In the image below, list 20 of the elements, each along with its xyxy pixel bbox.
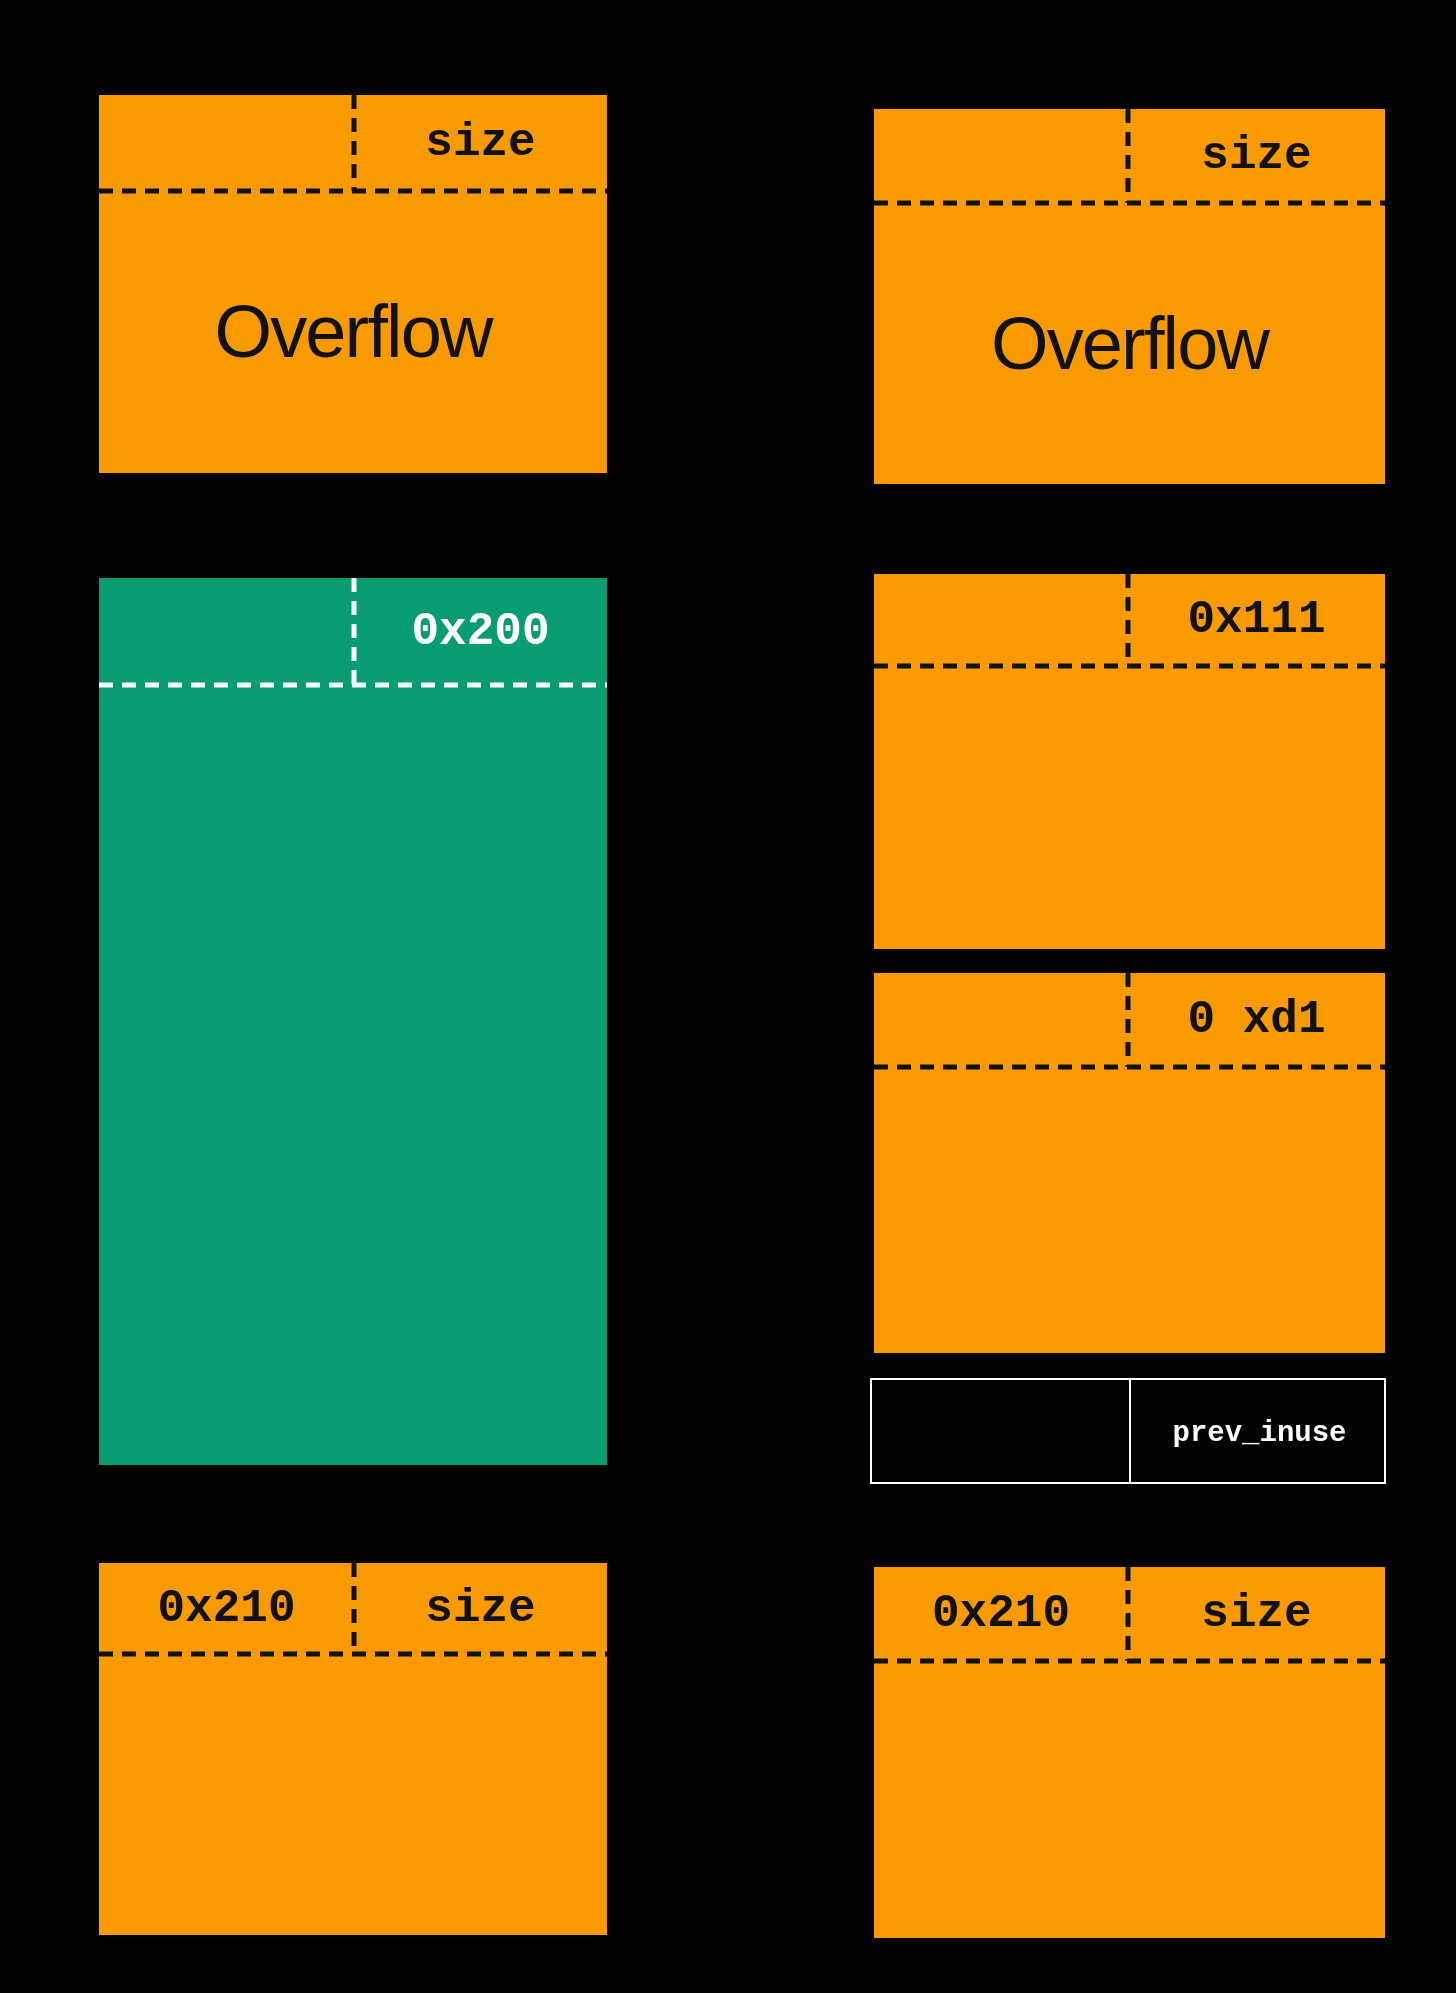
field-label: size [425, 120, 536, 166]
memory-chunk [874, 109, 1385, 484]
memory-chunk [874, 1567, 1385, 1938]
field-label: size [425, 1585, 536, 1632]
memory-chunk [874, 973, 1385, 1353]
field-label: 0x210 [157, 1585, 296, 1632]
memory-chunk [99, 95, 607, 473]
memory-chunk [99, 578, 607, 1465]
field-label: 0x111 [1187, 597, 1326, 643]
field-label: prev_inuse [1172, 1418, 1347, 1448]
memory-chunk [874, 574, 1385, 949]
field-label: 0 xd1 [1187, 997, 1326, 1043]
chunk-label: Overflow [214, 295, 492, 369]
field-label: 0x200 [411, 608, 550, 655]
memory-chunk [870, 1378, 1386, 1484]
memory-chunk [99, 1563, 607, 1935]
field-label: 0x210 [932, 1591, 1070, 1637]
field-label: size [1201, 133, 1312, 179]
chunk-label: Overflow [990, 306, 1269, 381]
field-label: size [1201, 1591, 1312, 1637]
